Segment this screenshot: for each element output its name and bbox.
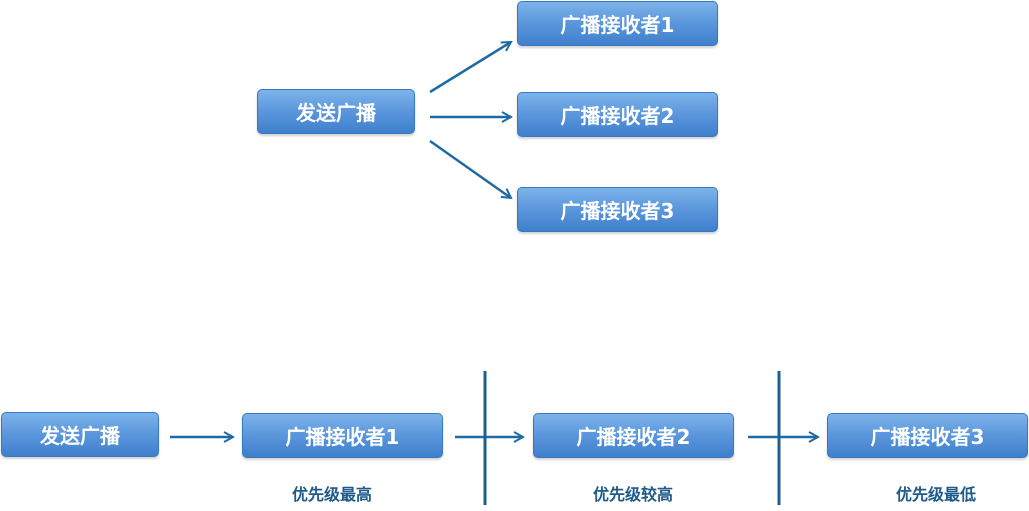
arrow-to-receiver-1 xyxy=(429,42,511,94)
receiver-box-bottom-3: 广播接收者3 xyxy=(827,413,1028,458)
priority-label-1: 优先级最高 xyxy=(291,485,372,504)
receiver-box-top-1: 广播接收者1 xyxy=(517,1,718,46)
receiver-box-bottom-1: 广播接收者1 xyxy=(242,413,443,458)
priority-label-3: 优先级最低 xyxy=(895,485,976,504)
receiver-box-bottom-2: 广播接收者2 xyxy=(533,413,734,458)
receiver-box-top-2: 广播接收者2 xyxy=(517,92,718,137)
arrow-to-receiver-3 xyxy=(429,139,511,198)
receiver-box-top-3: 广播接收者3 xyxy=(517,187,718,232)
priority-label-2: 优先级较高 xyxy=(592,485,673,504)
sender-box-bottom: 发送广播 xyxy=(1,412,159,457)
sender-box-top: 发送广播 xyxy=(257,89,415,134)
